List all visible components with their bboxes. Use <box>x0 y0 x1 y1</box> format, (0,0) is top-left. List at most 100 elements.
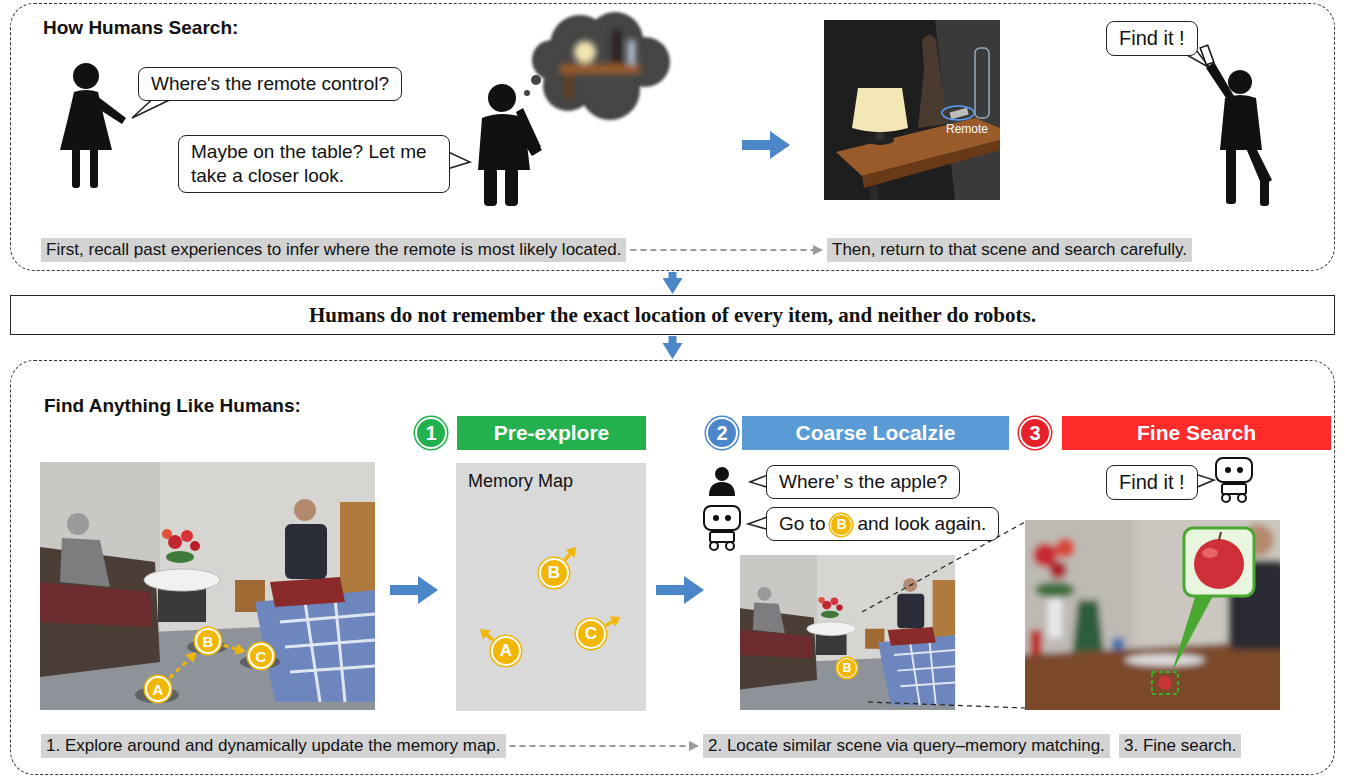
table-photo <box>942 106 974 120</box>
zoom-leader <box>862 522 1025 708</box>
heading-arrow <box>487 635 493 640</box>
closeup-photo <box>1072 600 1104 655</box>
connector-arrow <box>669 272 677 278</box>
location-marker: A <box>145 676 171 702</box>
closeup-photo <box>1202 548 1218 558</box>
closeup-photo <box>1158 676 1172 690</box>
memory-map: Memory MapB C A <box>456 463 646 711</box>
closeup-photo <box>1030 630 1042 656</box>
heading-arrow <box>610 616 621 626</box>
user-icon <box>709 482 735 496</box>
marker-text: C <box>256 648 267 665</box>
speech-tail <box>132 50 1214 530</box>
caption-strip: First, recall past experiences to infer … <box>41 238 626 262</box>
closeup-photo <box>1025 520 1135 660</box>
speech-bubble: Maybe on the table? Let me take a closer… <box>178 135 450 193</box>
thinking-man-icon <box>484 168 497 206</box>
location-marker: A <box>491 636 521 666</box>
caption-strip: 2. Locate similar scene via query–memory… <box>703 734 1110 758</box>
woman-icon <box>60 90 112 150</box>
robot-icon <box>704 506 740 550</box>
location-marker: C <box>576 619 606 649</box>
closeup-photo <box>1049 561 1067 579</box>
bar-text: Fine Search <box>1137 421 1256 445</box>
robot-icon <box>1216 458 1252 502</box>
thought-cloud <box>524 12 670 120</box>
connector-arrow <box>170 659 190 678</box>
person-holding-remote <box>1246 148 1272 186</box>
table-photo <box>852 88 908 132</box>
closeup-photo <box>1025 520 1280 710</box>
table-photo <box>824 20 1000 200</box>
dashed-panel: Find Anything Like Humans:1Pre-explore2C… <box>10 360 1335 775</box>
bubble-text: Find it ! <box>1119 27 1185 49</box>
thought-cloud <box>531 75 541 85</box>
bubble-text: B <box>830 514 852 536</box>
step-bar: Coarse Localzie <box>742 416 1009 450</box>
thought-cloud <box>566 74 572 100</box>
closeup-photo <box>1219 532 1221 540</box>
zoom-leader <box>868 702 1025 708</box>
image-label: Remote <box>946 122 988 136</box>
speech-bubble: Find it ! <box>1106 21 1198 56</box>
step-bar: Pre-explore <box>457 416 646 450</box>
person-holding-remote <box>1226 148 1236 204</box>
table-photo <box>950 108 969 119</box>
thought-cloud <box>560 64 640 74</box>
bubble-text: and look again. <box>857 513 986 534</box>
closeup-photo <box>1035 582 1075 598</box>
flow-arrow <box>742 131 790 159</box>
table-photo <box>975 48 989 118</box>
speech-bubble: Find it ! <box>1106 465 1198 500</box>
location-marker: B <box>837 658 857 678</box>
thinking-man-icon <box>488 84 516 112</box>
woman-icon <box>73 63 99 89</box>
marker-text: A <box>500 641 512 661</box>
step-text: 3 <box>1029 422 1040 445</box>
caption-text: First, recall past experiences to infer … <box>46 240 621 259</box>
connector-arrow <box>669 336 677 343</box>
flow-arrow <box>656 576 704 604</box>
caption-strip: 3. Fine search. <box>1119 734 1241 758</box>
dashed-panel: How Humans Search:Where's the remote con… <box>10 3 1335 271</box>
closeup-photo <box>1025 640 1280 710</box>
heading-arrow <box>565 547 575 558</box>
caption-text: 3. Fine search. <box>1124 736 1236 755</box>
woman-icon <box>90 148 98 188</box>
location-marker: B <box>195 628 221 654</box>
person-holding-remote <box>1220 95 1262 150</box>
step-number: 2 <box>706 417 738 449</box>
panel-text: How Humans Search: <box>43 17 238 39</box>
room-photo <box>40 462 375 710</box>
marker-text: B <box>203 633 214 650</box>
closeup-photo <box>1152 672 1178 694</box>
thought-cloud <box>628 40 635 64</box>
table-photo <box>918 35 948 128</box>
speech-bubble: Where’ s the apple? <box>766 465 960 499</box>
user-icon <box>715 467 729 481</box>
thought-cloud <box>560 30 640 100</box>
bar-text: Coarse Localzie <box>796 421 956 445</box>
thought-cloud <box>574 41 596 63</box>
woman-icon <box>72 148 80 188</box>
thinking-man-icon <box>516 108 541 152</box>
thinking-man-icon <box>505 168 518 206</box>
step-number: 3 <box>1019 417 1051 449</box>
closeup-photo <box>1172 594 1214 672</box>
memmap-text: Memory Map <box>468 471 573 492</box>
closeup-photo <box>1125 654 1205 666</box>
bubble-text: Find it ! <box>1119 471 1185 493</box>
step-bar: Fine Search <box>1062 416 1331 450</box>
person-holding-remote <box>1228 70 1252 94</box>
caption-text: 2. Locate similar scene via query–memory… <box>708 736 1105 755</box>
room-photo <box>740 555 955 710</box>
marker-text: B <box>548 563 560 583</box>
thought-cloud <box>524 90 530 96</box>
connector-arrow <box>630 249 813 251</box>
caption-text: Then, return to that scene and search ca… <box>832 240 1187 259</box>
step-number: 1 <box>415 417 447 449</box>
caption-text: 1. Explore around and dynamically update… <box>46 736 501 755</box>
table-photo <box>870 186 878 200</box>
